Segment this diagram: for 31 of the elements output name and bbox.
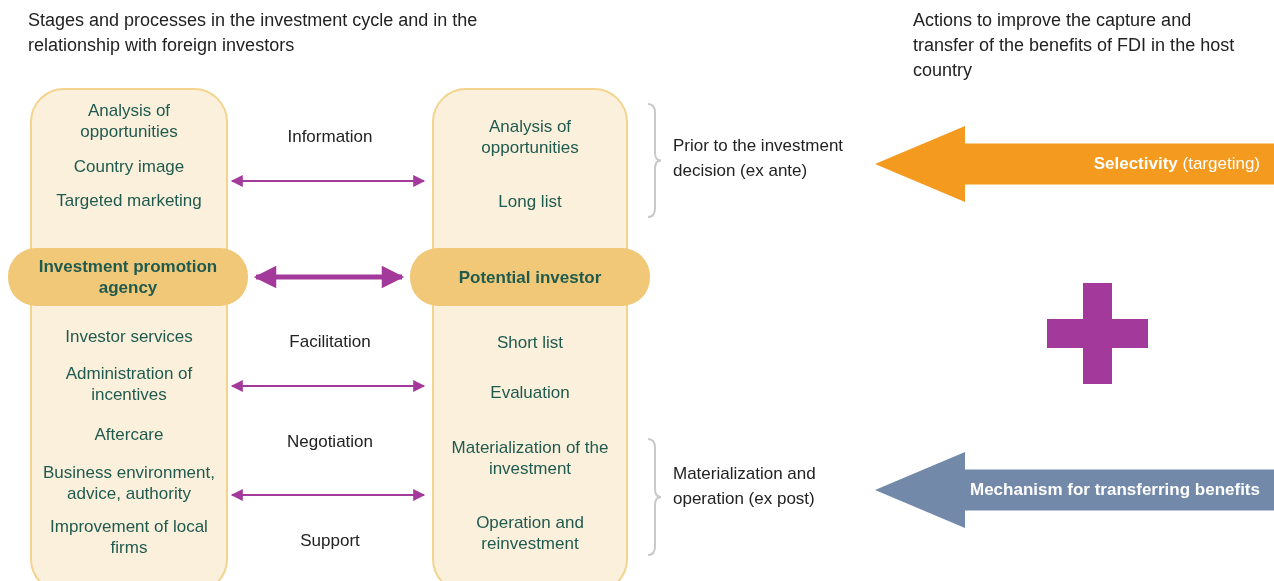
flow-label: Information: [286, 126, 374, 148]
double-arrow: [230, 380, 426, 392]
flow-label: Negotiation: [286, 431, 374, 453]
list-item-text: Analysis of opportunities: [79, 100, 179, 142]
list-item-text: Short list: [495, 332, 565, 353]
list-item-text: Targeted marketing: [55, 190, 203, 211]
list-item-text: Materialization of the investment: [450, 437, 610, 479]
column-panel: [30, 88, 228, 581]
list-item-text: Operation and reinvestment: [475, 512, 585, 554]
list-item-text: Investor services: [64, 326, 194, 347]
flow-label: Facilitation: [288, 331, 372, 353]
list-item-text: Improvement of local firms: [49, 516, 209, 558]
heading: Stages and processes in the investment cycle and in the relationship with foreign investors: [28, 9, 479, 57]
double-arrow: [230, 175, 426, 187]
list-item-text: Analysis of opportunities: [480, 116, 580, 158]
list-item-text: Evaluation: [489, 382, 571, 403]
heading: Actions to improve the capture and transfer of the benefits of FDI in the host country: [913, 9, 1236, 82]
label-band: Potential investor: [410, 248, 650, 306]
double-arrow: [253, 265, 405, 289]
banner-text: Mechanism for transferring benefits: [970, 480, 1261, 500]
phase-label: Materialization and operation (ex post): [673, 463, 817, 510]
banner-text: Selectivity (targeting): [1093, 154, 1261, 174]
list-item-text: Aftercare: [93, 424, 165, 445]
list-item-text: Country image: [72, 156, 186, 177]
double-arrow: [230, 489, 426, 501]
label-band: Investment promotion agency: [8, 248, 248, 306]
phase-label: Prior to the investment decision (ex ante): [673, 135, 845, 182]
flow-label: Support: [299, 530, 361, 552]
list-item-text: Long list: [497, 191, 563, 212]
list-item-text: Business environment, advice, authority: [42, 462, 216, 504]
list-item-text: Administration of incentives: [64, 363, 194, 405]
